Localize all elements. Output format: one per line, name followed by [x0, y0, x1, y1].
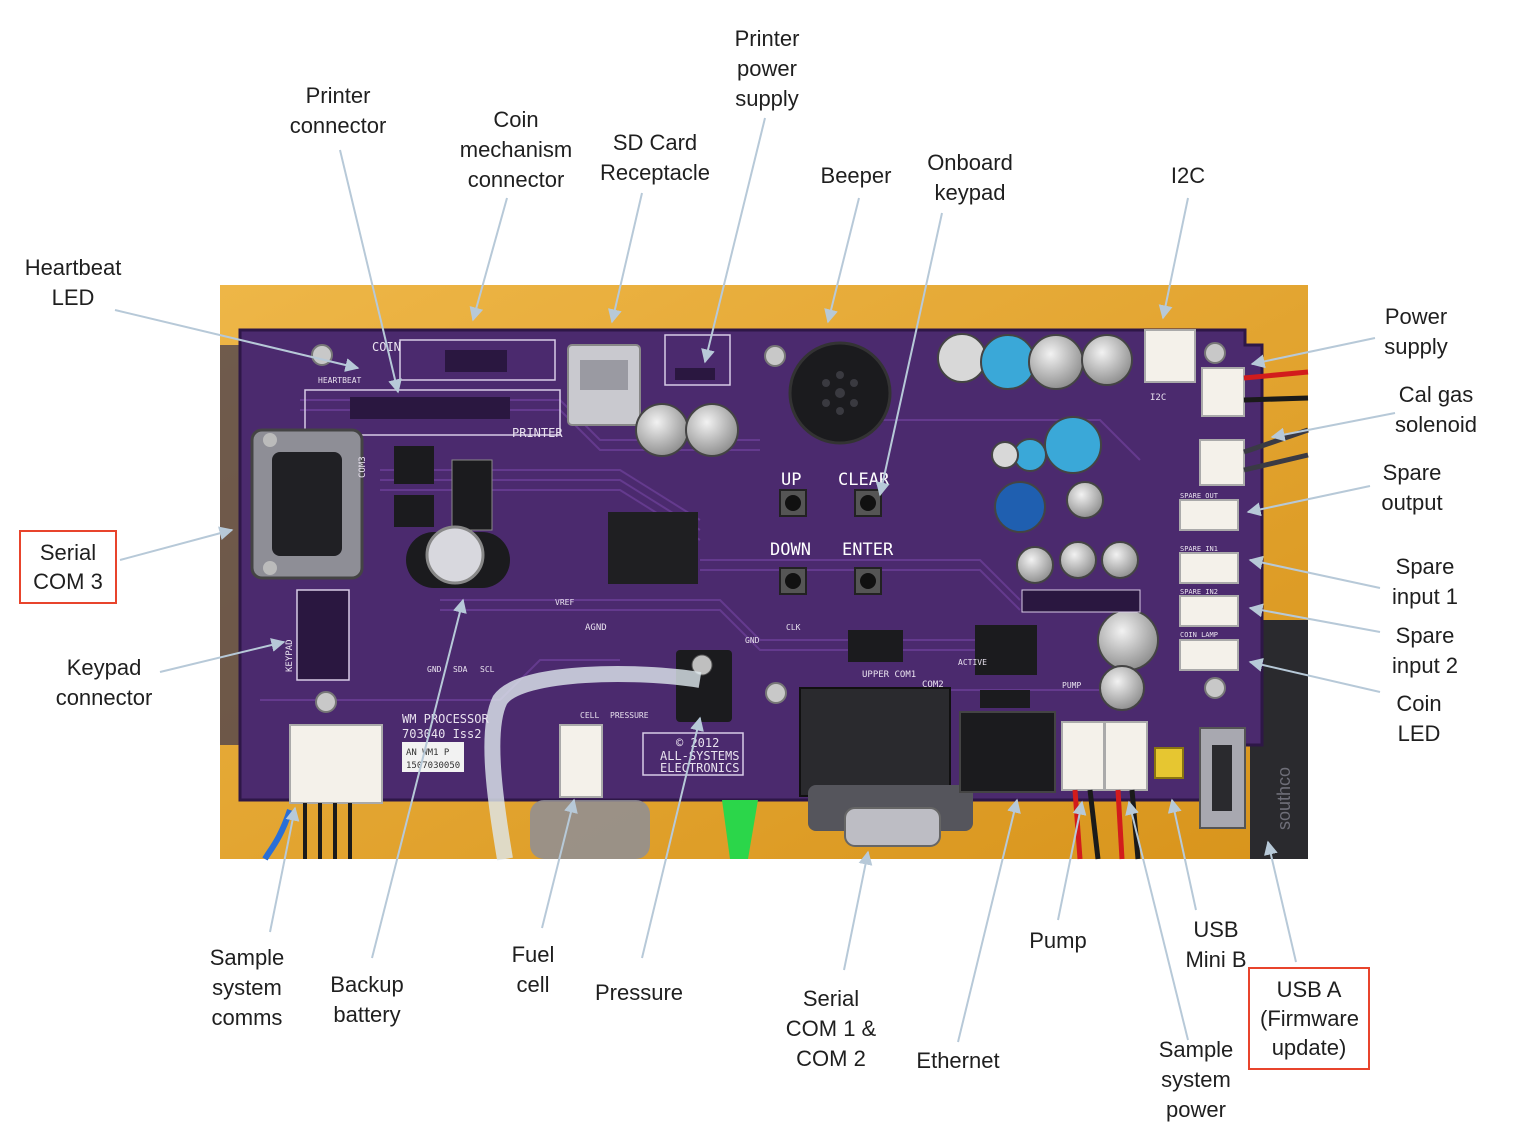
callout-pump: Pump	[1029, 928, 1087, 953]
silk-spare-in1: SPARE IN1	[1180, 545, 1218, 553]
callout-coin-mechanism-connector: Coin mechanism connector	[459, 107, 573, 192]
coin-led-connector	[1179, 639, 1239, 671]
callout-i2c: I2C	[1170, 163, 1206, 188]
silk-coin: COIN	[372, 340, 401, 354]
spare-input-2-connector	[1179, 595, 1239, 627]
callout-spare-input-2: Spare input 2	[1391, 623, 1459, 678]
sticker-line-2: 1507030050	[406, 761, 460, 771]
silk-processor-1: WM PROCESSOR	[402, 712, 489, 726]
usb-mini-b-connector	[1154, 747, 1184, 779]
callout-cal-gas-solenoid: Cal gas solenoid	[1395, 382, 1477, 437]
callout-ethernet: Ethernet	[916, 1048, 1000, 1073]
callout-printer-power-supply: Printer power supply	[734, 26, 800, 111]
silk-keypad: KEYPAD	[285, 639, 295, 672]
callout-serial-com1-com2: Serial COM 1 & COM 2	[785, 986, 877, 1071]
capacitors-left	[635, 403, 739, 457]
callout-pressure: Pressure	[594, 980, 684, 1005]
silk-vref: VREF	[555, 598, 574, 607]
silk-agnd: AGND	[585, 623, 607, 633]
keypad-connector	[296, 589, 350, 681]
i2c-connector	[1144, 329, 1196, 383]
pressure-sensor	[676, 650, 732, 722]
callout-heartbeat-led: Heartbeat LED	[24, 255, 122, 310]
printer-connector	[304, 389, 561, 436]
silk-copyright-1: © 2012	[676, 736, 719, 750]
silk-com3: COM3	[358, 456, 368, 478]
serial-com3-connector	[250, 428, 364, 580]
callout-beeper: Beeper	[820, 163, 892, 188]
capacitor-bank	[937, 333, 1159, 711]
silk-spare-in2: SPARE IN2	[1180, 588, 1218, 596]
callout-keypad-connector: Keypad connector	[55, 655, 153, 710]
serial-com1-com2-connector	[799, 687, 973, 847]
silk-processor-2: 703040 Iss2	[402, 727, 481, 741]
callout-coin-led: Coin LED	[1396, 691, 1442, 746]
silk-com2: COM2	[922, 680, 944, 690]
silk-pressure: PRESSURE	[610, 711, 649, 720]
fuel-cell-connector	[559, 724, 603, 798]
callout-sample-system-comms: Sample system comms	[209, 945, 285, 1030]
coin-connector	[399, 339, 556, 381]
silk-upper-com: UPPER COM1	[862, 670, 916, 680]
backup-battery	[406, 525, 510, 588]
silk-clear: CLEAR	[838, 470, 890, 490]
main-processor	[608, 512, 698, 584]
callout-sd-card-receptacle: SD Card Receptacle	[599, 130, 711, 185]
onboard-keypad	[779, 489, 882, 595]
silk-gnd-2: GND	[745, 636, 760, 645]
silk-heartbeat: HEARTBEAT	[318, 376, 362, 385]
silk-active: ACTIVE	[958, 658, 987, 667]
silk-scl: SCL	[480, 665, 495, 674]
sticker-line-1: AN WM1 P	[406, 748, 450, 758]
callout-onboard-keypad: Onboard keypad	[927, 150, 1013, 205]
silk-coin-lamp: COIN LAMP	[1180, 631, 1218, 639]
silk-printer: PRINTER	[512, 426, 563, 440]
cal-gas-connector	[1199, 439, 1245, 486]
callout-printer-connector: Printer connector	[289, 83, 387, 138]
pressure-tube	[484, 666, 702, 861]
pump-connector	[1061, 721, 1105, 791]
silk-i2c: I2C	[1150, 393, 1166, 403]
silk-pump: PUMP	[1062, 681, 1081, 690]
silk-spare-out: SPARE OUT	[1180, 492, 1219, 500]
callout-sample-system-power: Sample system power	[1158, 1037, 1234, 1122]
silk-clk: CLK	[786, 623, 801, 632]
callout-backup-battery: Backup battery	[330, 972, 404, 1027]
silk-enter: ENTER	[842, 540, 894, 560]
callout-serial-com3: Serial COM 3	[19, 530, 117, 604]
callout-power-supply: Power supply	[1384, 304, 1448, 359]
silk-gnd: GND	[427, 665, 442, 674]
silk-up: UP	[781, 470, 801, 490]
callout-usb-mini-b: USB Mini B	[1185, 917, 1247, 972]
callout-spare-input-1: Spare input 1	[1391, 554, 1459, 609]
sample-system-comms-connector	[289, 724, 383, 804]
silk-cell: CELL	[580, 711, 599, 720]
silk-copyright-3: ELECTRONICS	[660, 761, 739, 775]
southco-mark: southco	[1274, 767, 1294, 830]
ethernet-connector	[959, 711, 1056, 793]
sample-system-power-connector	[1104, 721, 1148, 791]
silk-sda: SDA	[453, 665, 468, 674]
silk-down: DOWN	[770, 540, 811, 560]
coin-header-pins	[445, 350, 507, 372]
callout-usb-a-firmware: USB A (Firmware update)	[1248, 967, 1370, 1070]
callout-spare-output: Spare output	[1381, 460, 1443, 515]
spare-output-connector	[1179, 499, 1239, 531]
power-supply-connector	[1201, 367, 1245, 417]
callout-fuel-cell: Fuel cell	[511, 942, 555, 997]
green-clip	[722, 800, 758, 859]
spare-input-1-connector	[1179, 552, 1239, 584]
ic-u20	[394, 446, 434, 484]
